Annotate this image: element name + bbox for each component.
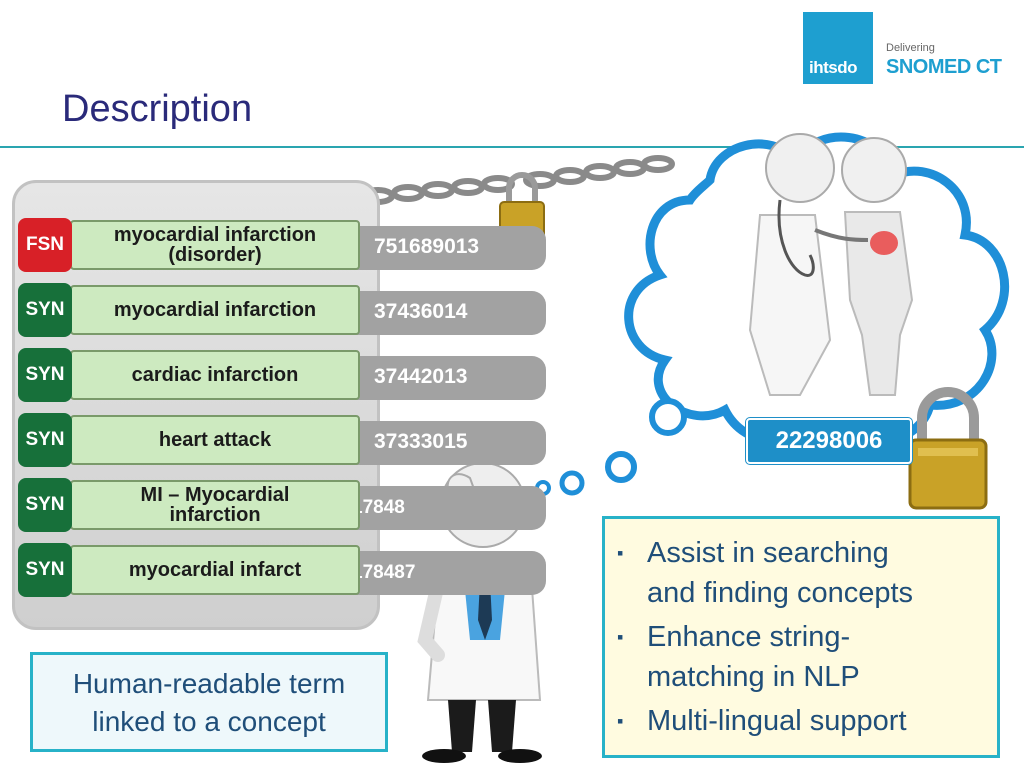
benefit-line: Enhance string-	[647, 621, 851, 653]
syn-tag: SYN	[18, 283, 72, 337]
description-term: myocardial infarction	[70, 285, 360, 335]
description-id-bar: 751689013	[338, 226, 546, 270]
benefit-line: Multi-lingual support	[647, 705, 907, 737]
description-id-bar: 178487	[338, 551, 546, 595]
description-term: myocardial infarction(disorder)	[70, 220, 360, 270]
description-term-line: infarction	[169, 504, 261, 526]
description-row: 37436014 myocardial infarction SYN	[18, 283, 546, 341]
description-id: 17848	[352, 497, 405, 518]
benefit-item: Assist in searching and finding concepts	[617, 533, 989, 613]
description-term: heart attack	[70, 415, 360, 465]
chain-icon	[361, 155, 675, 205]
description-id-bar: 37442013	[338, 356, 546, 400]
syn-tag: SYN	[18, 478, 72, 532]
description-term-line: myocardial infarction	[113, 224, 317, 246]
doctor-patient-icon	[748, 133, 914, 396]
benefits-box: Assist in searching and finding concepts…	[602, 516, 1000, 758]
logo-tagline: Delivering	[886, 42, 935, 54]
benefit-item: Enhance string- matching in NLP	[617, 617, 989, 697]
description-id-bar: 37333015	[338, 421, 546, 465]
fsn-tag: FSN	[18, 218, 72, 272]
description-row: 751689013 myocardial infarction(disorder)…	[18, 218, 546, 276]
description-term-line: myocardial infarct	[128, 559, 302, 581]
description-id-bar: 17848	[338, 486, 546, 530]
description-id-bar: 37436014	[338, 291, 546, 335]
benefit-item: Multi-lingual support	[617, 701, 989, 741]
caption-box: Human-readable term linked to a concept	[30, 652, 388, 752]
concept-id-badge: 22298006	[746, 418, 912, 464]
description-term: cardiac infarction	[70, 350, 360, 400]
padlock-icon	[908, 387, 988, 510]
benefit-line: Assist in searching	[647, 537, 889, 569]
page-title: Description	[62, 88, 253, 130]
description-term-line: MI – Myocardial	[140, 484, 290, 506]
caption-line: Human-readable term	[72, 668, 346, 699]
title-rule	[0, 146, 1024, 148]
description-row: 178487 myocardial infarct SYN	[18, 543, 546, 601]
description-term-line: heart attack	[158, 429, 272, 451]
benefits-list: Assist in searching and finding concepts…	[605, 519, 997, 741]
description-term-line: cardiac infarction	[131, 364, 299, 386]
benefit-line: and finding concepts	[647, 577, 914, 609]
description-id: 37442013	[374, 365, 468, 388]
description-id: 751689013	[374, 235, 480, 258]
description-id: 178487	[352, 562, 416, 583]
description-row: 37442013 cardiac infarction SYN	[18, 348, 546, 406]
brand-name: SNOMED CT	[886, 56, 1002, 78]
description-term: myocardial infarct	[70, 545, 360, 595]
description-id: 37436014	[374, 300, 468, 323]
benefit-line: matching in NLP	[647, 661, 860, 693]
caption-line: linked to a concept	[92, 706, 326, 737]
syn-tag: SYN	[18, 348, 72, 402]
syn-tag: SYN	[18, 543, 72, 597]
description-term-line: myocardial infarction	[113, 299, 317, 321]
logo-text: ihtsdo	[809, 58, 858, 77]
description-term-line: (disorder)	[168, 244, 262, 266]
description-row: 37333015 heart attack SYN	[18, 413, 546, 471]
description-id: 37333015	[374, 430, 468, 453]
ihtsdo-logo: ihtsdo	[803, 12, 873, 84]
syn-tag: SYN	[18, 413, 72, 467]
